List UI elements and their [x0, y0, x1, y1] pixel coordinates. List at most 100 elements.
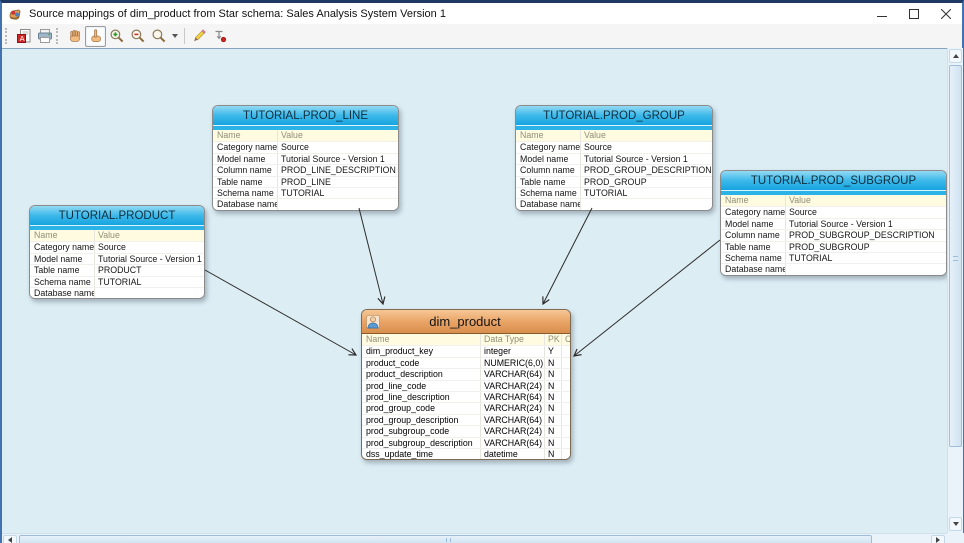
zoom-in-button[interactable]	[106, 26, 127, 47]
toolbar: A	[2, 24, 962, 48]
property-value	[580, 199, 712, 210]
property-row: Model name Tutorial Source - Version 1	[516, 152, 712, 165]
minimize-button[interactable]	[866, 3, 898, 24]
property-value: Source	[94, 242, 204, 253]
column-pk: N	[544, 357, 561, 369]
property-name: Database name	[34, 287, 94, 298]
column-datatype: VARCHAR(24)	[480, 403, 544, 414]
column-ct	[561, 403, 570, 414]
vertical-scrollbar[interactable]	[947, 48, 963, 533]
report-export-icon: A	[16, 29, 30, 43]
toolbar-grip[interactable]	[56, 28, 61, 44]
property-value: Source	[277, 142, 398, 153]
property-value: Tutorial Source - Version 1	[785, 218, 946, 230]
header-stripe	[30, 226, 204, 230]
thumb-grip	[953, 256, 958, 261]
toolbar-grip[interactable]	[5, 28, 10, 44]
scroll-up-button[interactable]	[949, 49, 962, 63]
property-name: Schema name	[520, 187, 577, 198]
right-arrow-icon	[936, 537, 940, 543]
property-name: Database name	[217, 199, 277, 210]
property-name: Column name	[725, 230, 780, 241]
property-name: Table name	[725, 241, 771, 252]
property-name: Model name	[34, 253, 83, 264]
source-table-title: TUTORIAL.PROD_SUBGROUP	[721, 171, 946, 191]
property-value: PROD_SUBGROUP	[785, 241, 946, 252]
zoom-out-button[interactable]	[127, 26, 148, 47]
horizontal-scroll-thumb[interactable]	[19, 535, 872, 543]
property-value: PROD_GROUP_DESCRIPTION	[580, 165, 712, 176]
zoom-dropdown-button[interactable]	[169, 26, 181, 47]
column-ct	[561, 391, 570, 403]
property-value: Tutorial Source - Version 1	[94, 253, 204, 265]
report-export-button[interactable]: A	[13, 26, 34, 47]
mapping-link-button[interactable]	[209, 26, 230, 47]
zoom-in-icon	[109, 29, 123, 43]
column-datatype: NUMERIC(6,0)	[480, 357, 544, 369]
scroll-down-button[interactable]	[949, 517, 962, 531]
property-value	[94, 287, 204, 299]
target-table-header: dim_product	[362, 310, 570, 334]
zoom-dropdown-caret-icon	[172, 34, 178, 38]
column-name: prod_group_description	[366, 414, 459, 425]
maximize-button[interactable]	[898, 3, 930, 24]
scroll-left-button[interactable]	[3, 535, 17, 543]
property-value: Source	[580, 142, 712, 153]
close-button[interactable]	[930, 3, 962, 24]
column-header-name: Name	[520, 130, 544, 140]
pan-hand-icon	[69, 30, 80, 42]
column-header: PK	[544, 334, 561, 346]
horizontal-scrollbar[interactable]	[2, 533, 947, 543]
source-table-title: TUTORIAL.PRODUCT	[30, 206, 204, 226]
target-table-title: dim_product	[429, 314, 501, 329]
print-button[interactable]	[34, 26, 55, 47]
vertical-scroll-thumb[interactable]	[949, 65, 962, 447]
pointer-hand-button[interactable]	[85, 25, 106, 47]
pointer-hand-icon	[90, 29, 101, 42]
source-table-title: TUTORIAL.PROD_LINE	[213, 106, 398, 126]
mapping-editor-app-icon	[9, 9, 21, 20]
zoom-tool-icon	[151, 29, 165, 43]
column-ct	[561, 448, 570, 460]
column-header-value: Value	[580, 130, 712, 142]
column-header-value: Value	[277, 130, 398, 142]
column-pk: N	[544, 380, 561, 391]
edit-pencil-button[interactable]	[188, 26, 209, 47]
column-pk: N	[544, 369, 561, 380]
property-value: Tutorial Source - Version 1	[580, 153, 712, 165]
property-name: Category name	[217, 142, 277, 153]
scroll-right-button[interactable]	[931, 535, 945, 543]
down-arrow-icon	[952, 522, 959, 526]
column-pk: Y	[544, 346, 561, 357]
property-name: Model name	[520, 153, 569, 164]
column-datatype: VARCHAR(24)	[480, 426, 544, 437]
property-name: Column name	[520, 165, 575, 176]
property-row: Database name	[516, 198, 712, 210]
pan-hand-button[interactable]	[64, 26, 85, 47]
column-pk: N	[544, 426, 561, 437]
column-name: prod_group_code	[366, 403, 435, 414]
column-datatype: VARCHAR(64)	[480, 391, 544, 403]
zoom-tool-button[interactable]	[148, 26, 169, 47]
